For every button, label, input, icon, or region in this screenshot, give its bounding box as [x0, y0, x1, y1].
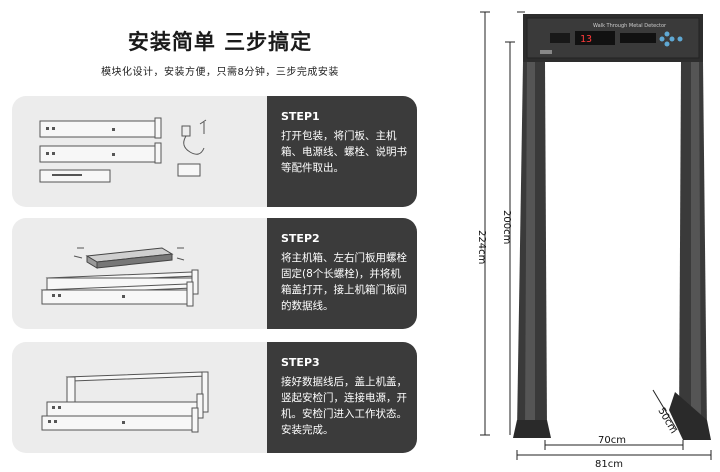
dimension-outer-width: 81cm: [595, 459, 623, 470]
dimension-inner-height: 200cm: [501, 210, 512, 244]
step3-description: 接好数据线后，盖上机盖，竖起安检门，连接电源，开机。安检门进入工作状态。安装完成…: [281, 376, 407, 436]
page-title: 安装简单 三步搞定: [127, 30, 313, 54]
step2-heading: STEP2: [281, 232, 320, 245]
step-card-3: STEP3 接好数据线后，盖上机盖，竖起安检门，连接电源，开机。安检门进入工作状…: [12, 342, 417, 453]
panel-label-en: Walk Through Metal Detector: [593, 23, 667, 29]
display-digits: 13: [580, 34, 592, 45]
step2-description: 将主机箱、左右门板用螺栓固定(8个长螺栓)，并将机箱盖打开，接上机箱门板间的数据…: [281, 252, 407, 312]
step2-illustration: [12, 218, 267, 329]
step-card-1: STEP1 打开包装，将门板、主机箱、电源线、螺栓、说明书等配件取出。: [12, 96, 417, 207]
dimension-inner-width: 70cm: [598, 435, 626, 446]
step1-heading: STEP1: [281, 110, 320, 123]
page-subtitle: 模块化设计，安装方便，只需8分钟，三步完成安装: [101, 67, 339, 78]
step3-heading: STEP3: [281, 356, 320, 369]
step3-illustration: [12, 342, 267, 453]
dimension-total-height: 224cm: [476, 230, 487, 264]
step-card-2: STEP2 将主机箱、左右门板用螺栓固定(8个长螺栓)，并将机箱盖打开，接上机箱…: [12, 218, 417, 329]
metal-detector-illustration: Walk Through Metal Detector 13 2: [455, 0, 720, 472]
step1-illustration: [12, 96, 267, 207]
step1-description: 打开包装，将门板、主机箱、电源线、螺栓、说明书等配件取出。: [281, 130, 407, 174]
